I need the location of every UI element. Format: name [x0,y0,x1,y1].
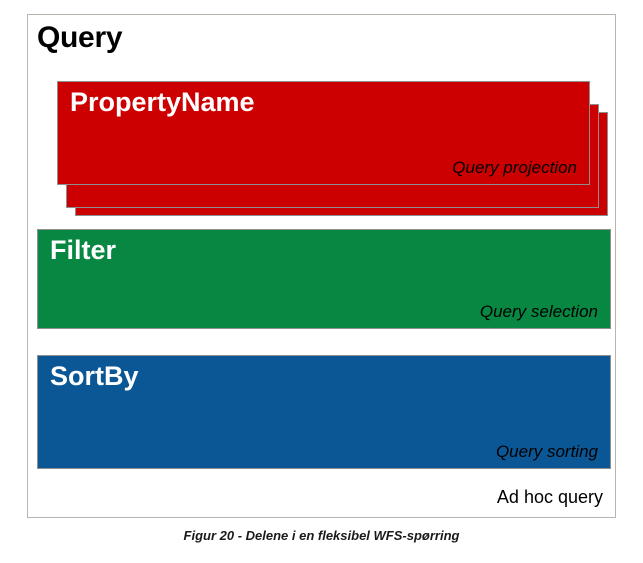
filter-box[interactable]: Filter Query selection [37,229,611,329]
query-diagram-frame: Query PropertyName Query projection Filt… [27,14,616,518]
property-name-title: PropertyName [70,87,255,117]
sortby-box[interactable]: SortBy Query sorting [37,355,611,469]
property-name-card-front[interactable]: PropertyName Query projection [57,81,590,185]
sortby-title: SortBy [50,361,139,391]
sortby-role: Query sorting [495,442,598,461]
ad-hoc-query-label: Ad hoc query [496,487,603,507]
page-title: Query [37,21,123,54]
figure-caption: Figur 20 - Delene i en fleksibel WFS-spø… [183,528,460,543]
filter-title: Filter [50,235,117,265]
property-name-role: Query projection [452,158,577,177]
filter-role: Query selection [479,302,598,321]
